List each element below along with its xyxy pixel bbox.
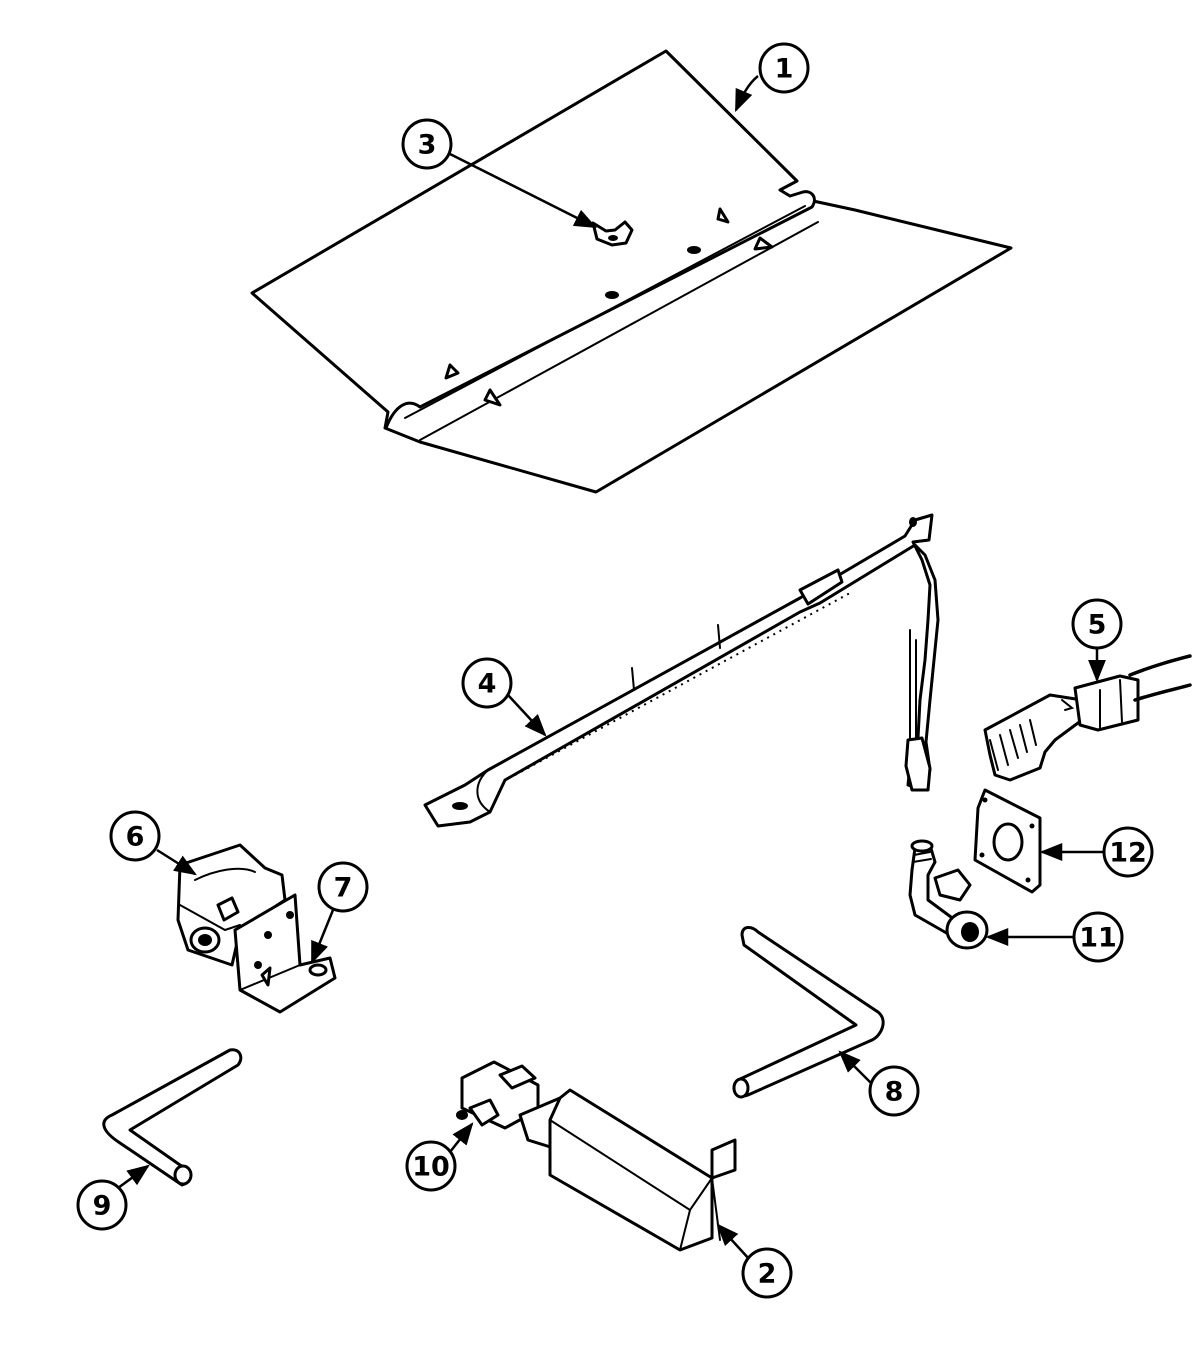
- callout-label-6: 6: [126, 822, 145, 853]
- callout-10: 10: [405, 1122, 474, 1192]
- callout-label-7: 7: [334, 873, 353, 904]
- callout-8: 8: [838, 1050, 920, 1117]
- callout-label-12: 12: [1109, 838, 1147, 869]
- broiler-deflector-part-1: [250, 49, 1013, 494]
- callout-12: 12: [1039, 826, 1154, 878]
- callout-label-4: 4: [478, 669, 497, 700]
- mounting-plate-part-12: [973, 788, 1042, 894]
- bracket-part-7: [233, 893, 337, 1014]
- tube-part-8: [732, 926, 885, 1099]
- callout-label-3: 3: [418, 130, 437, 161]
- orifice-hood-part-10: [456, 1060, 540, 1130]
- tube-part-9: [102, 1048, 243, 1187]
- callout-5: 5: [1071, 598, 1123, 683]
- callout-3: 3: [401, 118, 598, 229]
- callout-label-9: 9: [93, 1191, 112, 1222]
- callout-label-1: 1: [775, 54, 794, 85]
- callout-1: 1: [734, 42, 810, 113]
- callout-6: 6: [109, 810, 197, 876]
- burner-tube-part-4: [423, 513, 940, 828]
- callout-label-5: 5: [1088, 610, 1107, 641]
- callout-label-11: 11: [1079, 923, 1117, 954]
- callout-7: 7: [310, 861, 369, 965]
- callout-2: 2: [716, 1223, 793, 1299]
- callout-label-8: 8: [885, 1077, 904, 1108]
- igniter-part-5: [983, 654, 1192, 782]
- callout-11: 11: [985, 911, 1124, 963]
- elbow-fitting-part-11: [908, 839, 989, 950]
- callout-4: 4: [461, 657, 547, 737]
- callout-label-10: 10: [412, 1152, 450, 1183]
- callout-9: 9: [76, 1164, 150, 1231]
- burner-housing-part-2: [518, 1088, 737, 1252]
- callout-label-2: 2: [758, 1259, 777, 1290]
